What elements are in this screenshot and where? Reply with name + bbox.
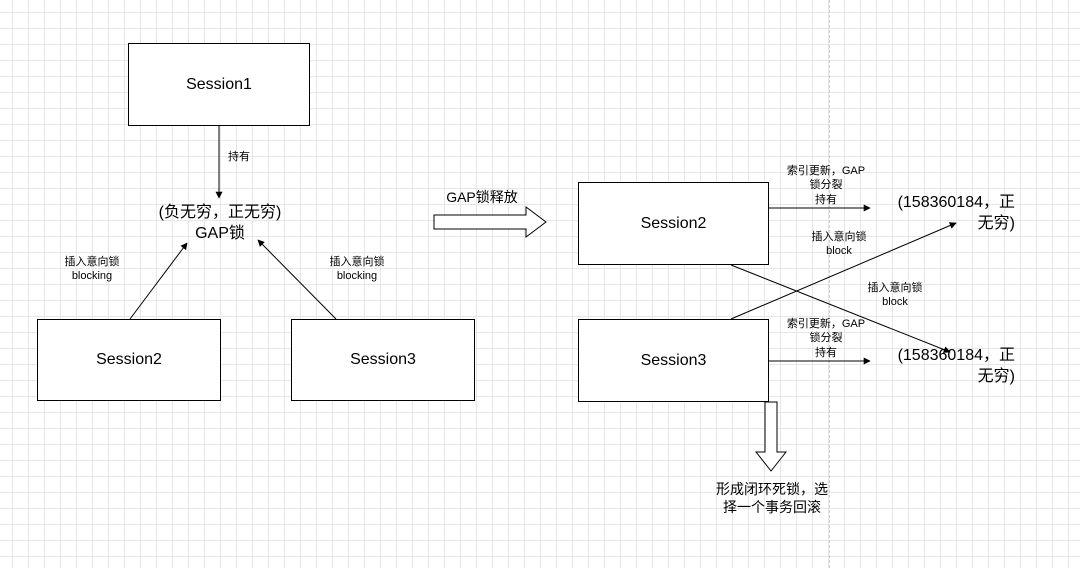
- session2-update-label: 索引更新，GAP 锁分裂 持有: [786, 165, 866, 206]
- session2-target-label: (158360184，正 无穷): [897, 194, 1015, 232]
- session2-label-right: Session2: [640, 214, 707, 232]
- gap-lock-label: (负无穷，正无穷) GAP锁: [158, 204, 282, 242]
- session3-label-left: Session3: [350, 351, 416, 368]
- session2-box-left: Session2: [37, 319, 221, 401]
- session2-box-right: Session2: [578, 182, 769, 265]
- session3-target-label: (158360184，正 无穷): [897, 347, 1015, 385]
- session2-blocked-label: 插入意向锁 block: [867, 282, 923, 309]
- insert-intent-label-left: 插入意向锁 blocking: [64, 256, 120, 283]
- session3-box-right: Session3: [578, 319, 769, 402]
- arrow-session3-blocked: [730, 222, 957, 320]
- session3-box-left: Session3: [291, 319, 475, 401]
- session3-blocked-label: 插入意向锁 block: [811, 231, 867, 258]
- session3-label-right: Session3: [640, 351, 707, 369]
- arrow-session2-insert-intent: [129, 242, 188, 320]
- arrow-session2-blocked: [730, 264, 951, 353]
- deadlock-block-arrow: [754, 401, 788, 472]
- hold-label: 持有: [228, 151, 250, 163]
- session1-label: Session1: [186, 75, 252, 93]
- gap-release-block-arrow: [433, 206, 547, 238]
- deadlock-label: 形成闭环死锁，选 择一个事务回滚: [716, 481, 828, 516]
- session3-update-label: 索引更新，GAP 锁分裂 持有: [786, 318, 866, 359]
- session2-label-left: Session2: [96, 351, 162, 368]
- session1-box: Session1: [128, 43, 310, 126]
- arrow-session3-insert-intent: [257, 239, 337, 320]
- dashed-guide-line: [829, 0, 830, 568]
- insert-intent-label-right: 插入意向锁 blocking: [329, 256, 385, 283]
- gap-release-label: GAP锁释放: [446, 189, 518, 205]
